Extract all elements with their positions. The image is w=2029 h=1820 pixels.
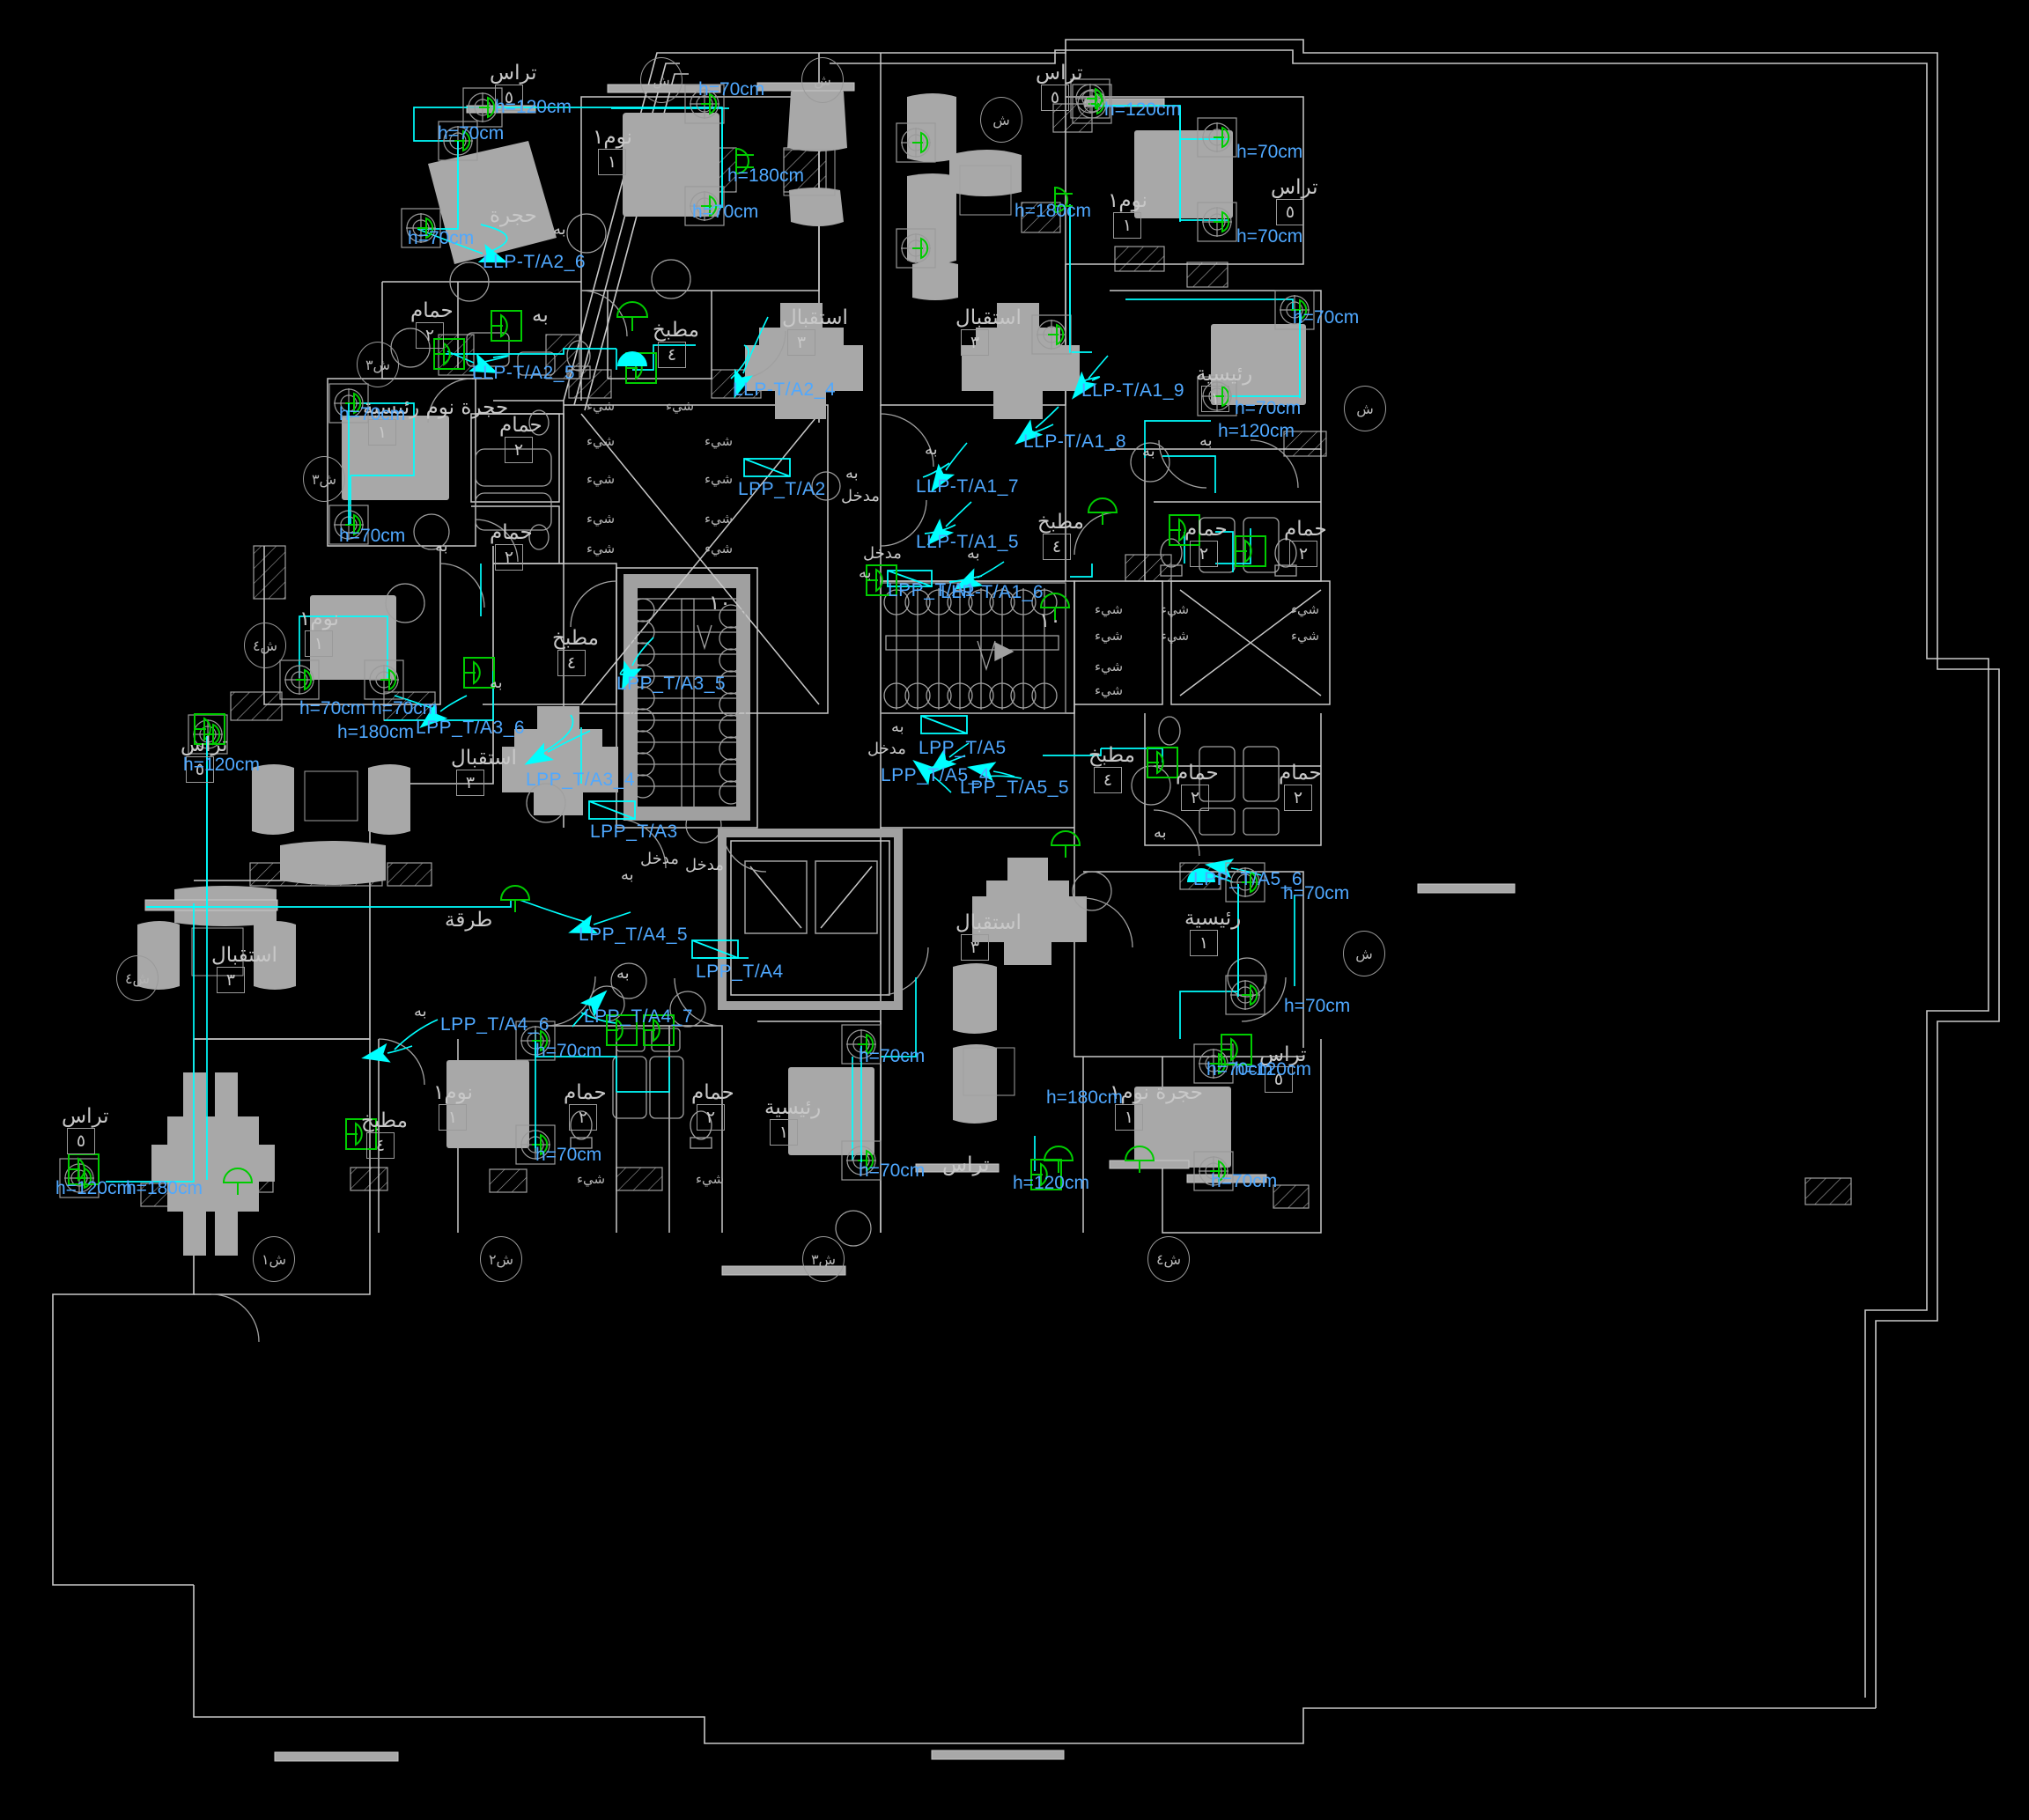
room-tag-box: ٢	[1284, 785, 1312, 811]
room-tag-box: ١	[368, 419, 396, 446]
grid-bubble[interactable]: ش	[1343, 931, 1385, 976]
room-tag-box: ٣	[961, 934, 989, 961]
room-tag-box: ٢	[697, 1104, 725, 1131]
dining-table-A3	[502, 706, 618, 815]
room-tag-box: ٢	[1289, 541, 1317, 567]
room-tag-box: ٢	[416, 322, 444, 349]
room-tag-box: ١	[1190, 930, 1218, 956]
room-tag-box: ٤	[658, 342, 686, 368]
grid-bubble[interactable]: ش٣	[303, 456, 345, 502]
grid-bubble[interactable]: ش٢	[480, 1236, 522, 1282]
room-tag-box: ٢	[1190, 541, 1218, 567]
room-tag-box: ٢	[569, 1104, 597, 1131]
dining-table-A5	[972, 858, 1087, 965]
room-tag-box: ٤	[366, 1132, 395, 1159]
left-staircase	[630, 598, 746, 813]
grid-bubble[interactable]: ش١	[253, 1236, 295, 1282]
grid-bubble[interactable]: ش٤	[116, 955, 159, 1001]
room-tag-box: ٣	[217, 967, 245, 993]
grid-bubble[interactable]: ش٤	[244, 623, 286, 668]
room-tag-box: ٢	[505, 437, 533, 463]
room-tag-box: ١	[598, 149, 626, 175]
room-tag-box: ١	[439, 1104, 467, 1131]
grid-bubble[interactable]: ش	[1344, 386, 1386, 431]
dining-table-A4	[151, 1072, 275, 1256]
room-tag-box: ١	[1201, 386, 1229, 412]
room-tag-box: ٤	[1043, 534, 1071, 560]
room-tag-box: ٥	[67, 1128, 95, 1154]
grid-bubble[interactable]: ش	[640, 57, 682, 103]
sanitary-fixtures	[466, 332, 1297, 1149]
dining-table-A2	[745, 303, 863, 419]
room-tag-box: ٥	[495, 85, 523, 111]
grid-bubble[interactable]: ش٣	[357, 342, 399, 387]
right-staircase	[880, 582, 1066, 714]
door-swings	[210, 290, 1299, 1343]
wall-outlines	[52, 39, 2000, 1744]
room-tag-box: ١	[1115, 1104, 1143, 1131]
annotation-leaders	[361, 228, 1262, 1063]
room-tag-box: ١	[1113, 212, 1141, 239]
room-tag-box: ٥	[1265, 1066, 1293, 1093]
room-tag-box: ٤	[1094, 767, 1122, 793]
room-tag-box: ٣	[456, 770, 484, 796]
room-tag-box: ٣	[787, 329, 815, 356]
room-tag-box: ٥	[1276, 199, 1304, 225]
vertical-feeders	[206, 106, 1301, 1180]
room-tag-box: ١	[305, 630, 333, 657]
dining-table-A1	[962, 303, 1080, 419]
room-tag-box: ٥	[1041, 85, 1069, 111]
room-tag-box: ٥	[186, 756, 214, 783]
grid-bubble[interactable]: ش٣	[802, 1236, 845, 1282]
room-tag-box: ٤	[557, 650, 586, 676]
distribution-panel-symbols	[588, 458, 968, 959]
light-fixtures-layer	[59, 78, 1315, 1198]
grid-bubble[interactable]: ش	[801, 57, 844, 103]
grid-bubble[interactable]: ش٤	[1147, 1236, 1190, 1282]
room-tag-box: ٣	[961, 329, 989, 356]
room-tag-box: ٢	[495, 544, 523, 571]
grid-bubble[interactable]: ش	[980, 97, 1022, 143]
room-tag-box: ١	[770, 1119, 798, 1146]
room-tag-box: ٢	[1181, 785, 1209, 811]
